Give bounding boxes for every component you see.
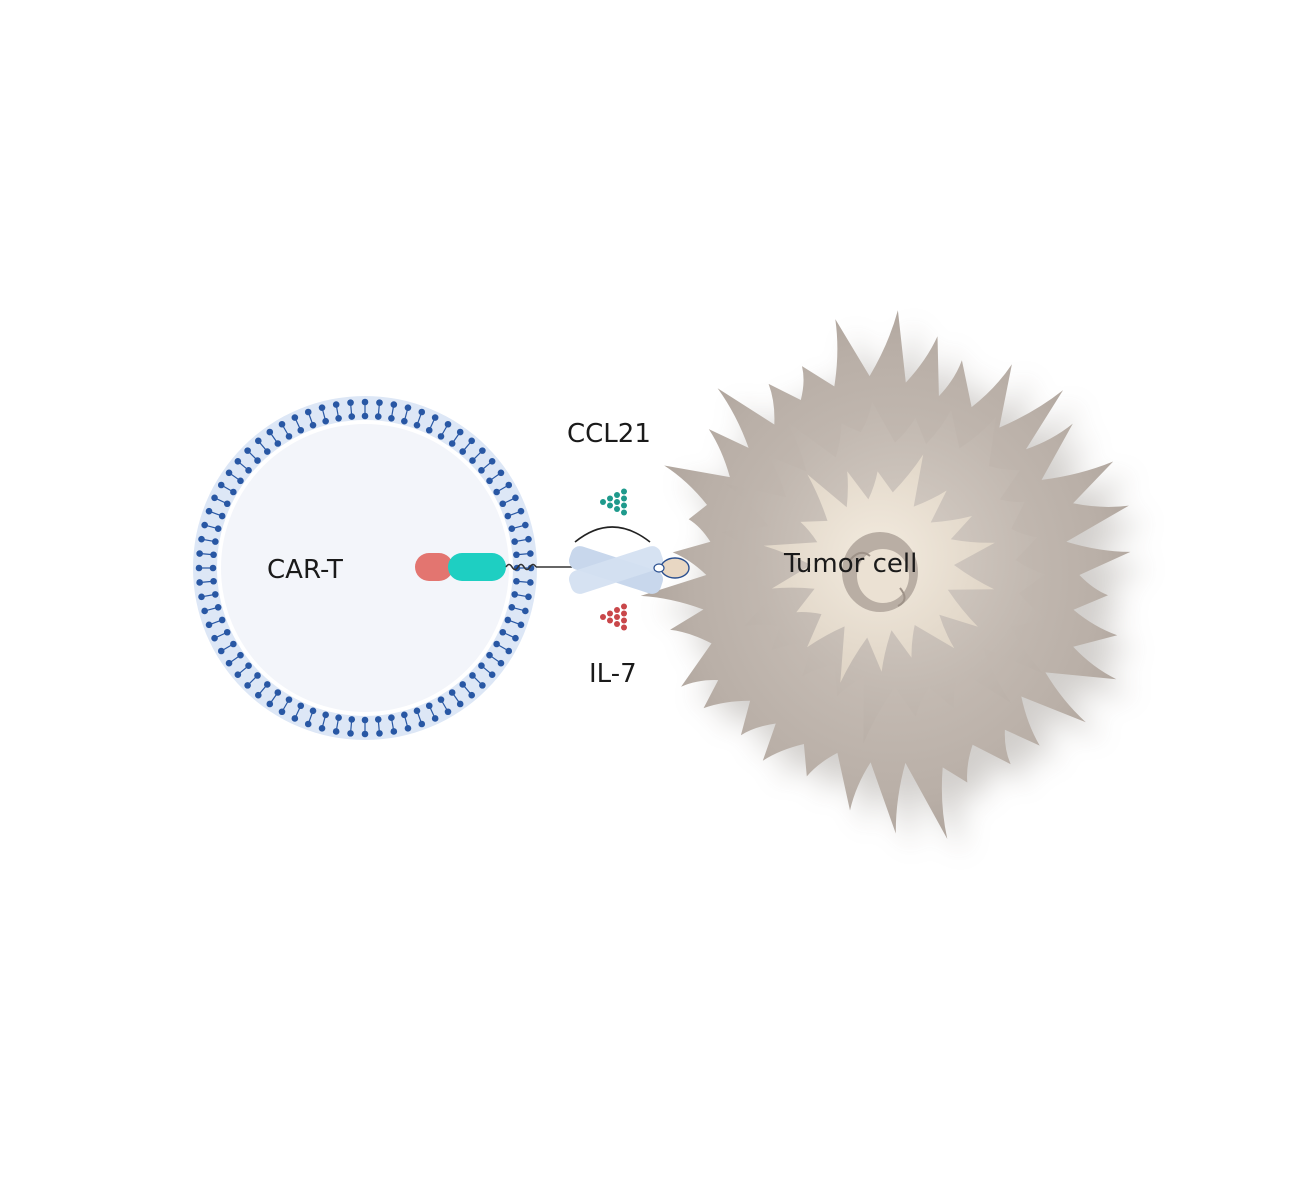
ccl21-molecules-icon <box>600 488 627 516</box>
x-shaped-engager-icon <box>568 526 690 594</box>
tumor-nucleus <box>842 532 918 612</box>
ccl21-label: CCL21 <box>567 419 651 449</box>
tumor-cell-label: Tumor cell <box>783 549 917 579</box>
il7-label: IL-7 <box>589 659 637 689</box>
car-t-label: CAR-T <box>267 555 343 585</box>
car-t-cell <box>193 396 537 740</box>
tumor-cell <box>640 310 1149 855</box>
car-receptor-icon <box>415 553 572 581</box>
car-t-interior <box>221 424 509 712</box>
il7-molecules-icon <box>600 603 627 631</box>
lipid-bilayer <box>195 398 535 738</box>
